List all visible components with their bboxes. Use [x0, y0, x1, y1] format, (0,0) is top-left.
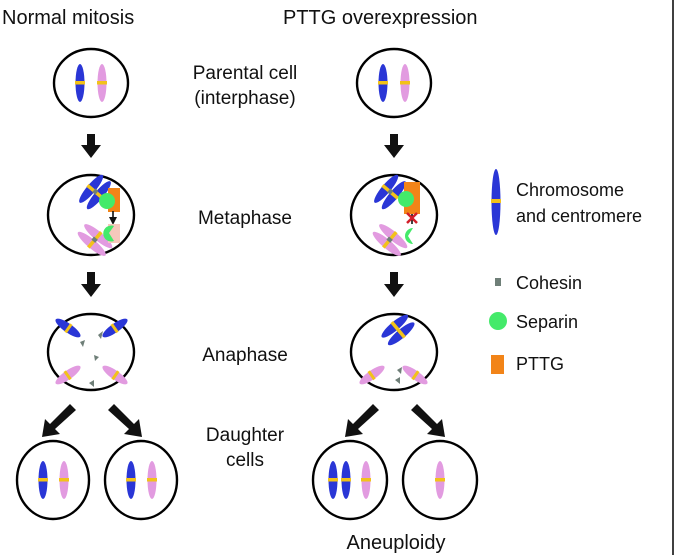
stage-anaphase: Anaphase: [202, 345, 288, 366]
separin-icon: [489, 312, 507, 330]
arrow-down-left-icon: [345, 404, 379, 437]
legend: Chromosome and centromere Cohesin Separi…: [489, 169, 642, 374]
cohesin-icon: [495, 278, 501, 286]
arrow-down-icon: [81, 134, 101, 158]
legend-pttg: PTTG: [516, 354, 564, 374]
pttg-daughter-cell-left: [311, 439, 389, 521]
arrow-down-right-icon: [108, 404, 142, 437]
legend-separin: Separin: [516, 312, 578, 332]
normal-daughter-cell-left: [15, 439, 91, 521]
stage-parental-line1: Parental cell: [193, 63, 298, 84]
legend-cohesin: Cohesin: [516, 273, 582, 293]
title-normal-mitosis: Normal mitosis: [2, 7, 134, 29]
arrow-down-left-icon: [42, 404, 76, 437]
stage-daughter-line1: Daughter: [206, 425, 285, 446]
normal-daughter-cell-right: [103, 439, 179, 521]
pttg-metaphase-cell: [349, 173, 439, 257]
arrow-down-icon: [384, 272, 404, 297]
pttg-daughter-cell-right: [401, 439, 479, 521]
legend-chromosome-line1: Chromosome: [516, 180, 624, 200]
chromosome-icon: [491, 169, 501, 235]
stage-parental-line2: (interphase): [194, 88, 295, 109]
normal-anaphase-cell: [46, 312, 136, 392]
normal-parental-cell: [52, 47, 130, 119]
pttg-parental-cell: [355, 47, 433, 119]
stage-daughter-line2: cells: [226, 450, 264, 471]
stage-metaphase: Metaphase: [198, 208, 292, 229]
outcome-aneuploidy: Aneuploidy: [347, 532, 446, 554]
arrow-down-right-icon: [411, 404, 445, 437]
title-pttg-overexpression: PTTG overexpression: [283, 7, 478, 29]
legend-chromosome-line2: and centromere: [516, 206, 642, 226]
arrow-down-icon: [384, 134, 404, 158]
pttg-anaphase-cell: [349, 312, 439, 392]
pttg-icon: [491, 355, 504, 374]
arrow-down-icon: [81, 272, 101, 297]
normal-metaphase-cell: [46, 173, 136, 257]
